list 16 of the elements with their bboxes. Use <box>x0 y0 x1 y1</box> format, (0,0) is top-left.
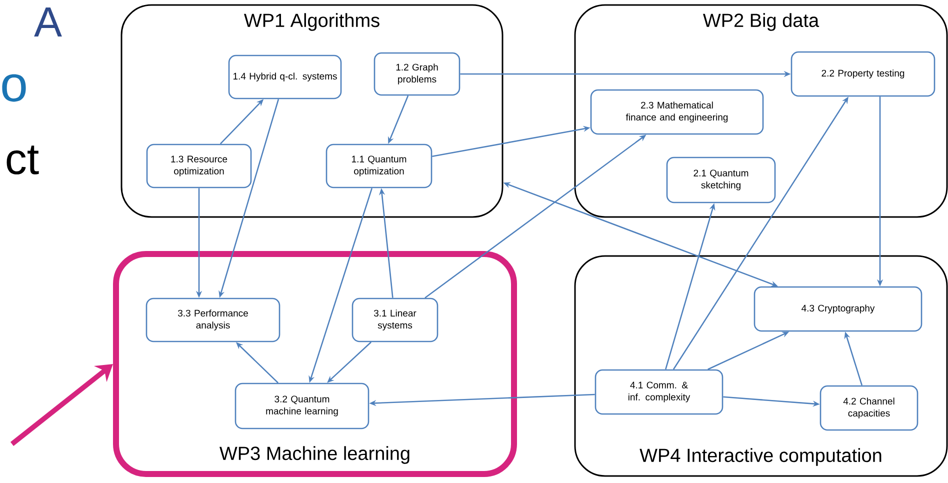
slide-text: o <box>2 74 26 102</box>
process-box: 1.1 Quantum optimization <box>326 144 432 188</box>
process-box: 2.1 Quantum sketching <box>666 156 776 204</box>
slide-text: A <box>34 8 62 36</box>
process-box: 4.3 Cryptography <box>754 286 922 332</box>
process-box: 4.2 Channel capacities <box>820 385 918 431</box>
process-box: 3.3 Performance analysis <box>146 298 280 342</box>
process-box: 1.2 Graph problems <box>374 52 460 96</box>
process-box: 3.1 Linear systems <box>352 298 438 342</box>
slide-text: ct <box>6 146 39 174</box>
process-box: 2.2 Property testing <box>790 51 936 97</box>
process-box: 1.3 Resource optimization <box>146 144 252 188</box>
process-box: 4.1 Comm. & inf. complexity <box>594 369 724 415</box>
process-box: 2.3 Mathematical finance and engineering <box>590 89 764 135</box>
process-box: 1.4 Hybrid q-cl. systems <box>228 54 342 100</box>
process-box: 3.2 Quantum machine learning <box>234 382 370 430</box>
